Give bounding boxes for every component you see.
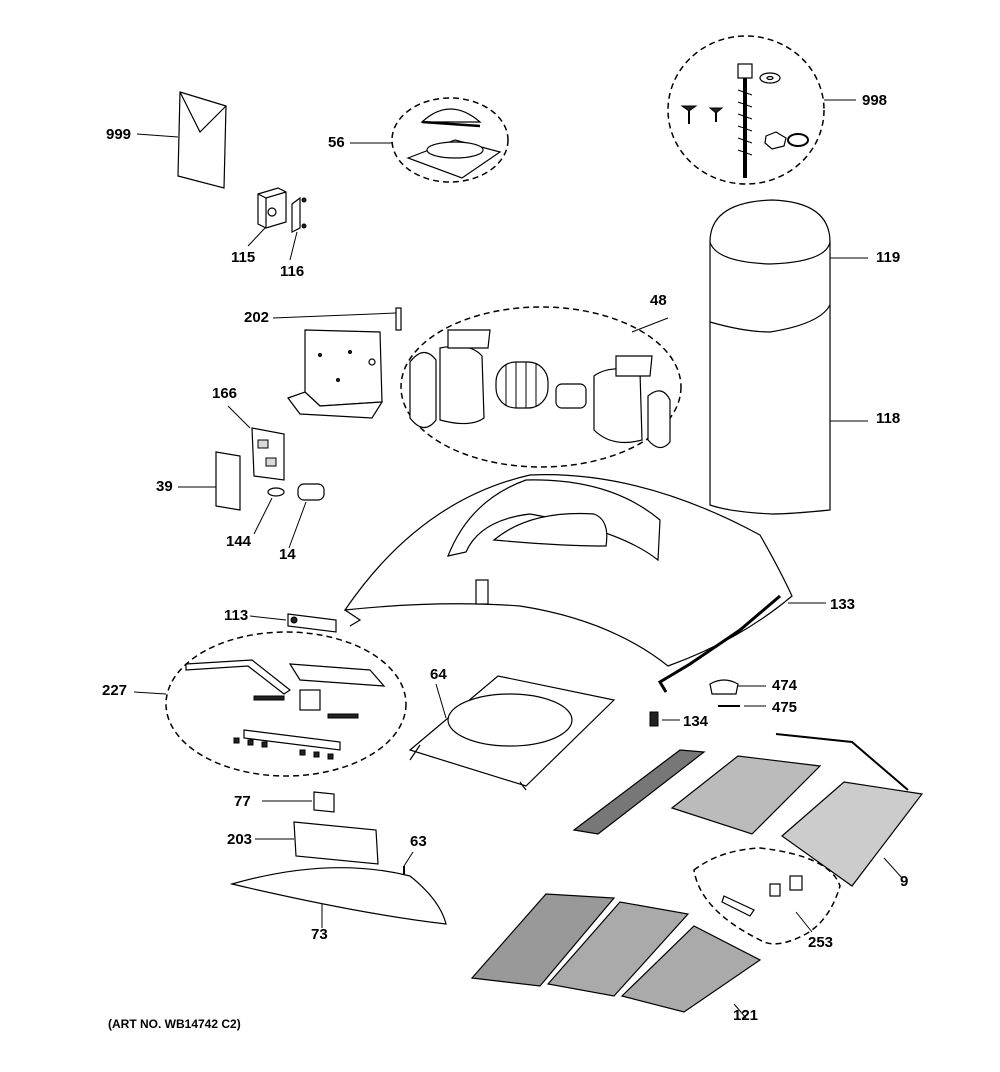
label-121: 121 — [733, 1007, 759, 1024]
label-253: 253 — [808, 934, 834, 951]
label-202: 202 — [244, 309, 270, 326]
label-64: 64 — [430, 666, 447, 683]
label-166: 166 — [212, 385, 238, 402]
part-202-mounting-plate — [272, 307, 402, 419]
part-56-damper — [350, 97, 509, 183]
label-77: 77 — [234, 793, 251, 810]
label-9: 9 — [900, 873, 909, 890]
part-118-119-chimney — [709, 199, 868, 515]
label-999: 999 — [106, 126, 132, 143]
label-48: 48 — [650, 292, 667, 309]
part-48-blower-assembly — [400, 306, 682, 468]
part-39-cover — [178, 451, 241, 511]
part-227-lighting-kit — [133, 631, 407, 777]
part-121-charcoal-filters — [470, 893, 762, 1019]
label-115: 115 — [231, 249, 256, 266]
label-39: 39 — [156, 478, 173, 495]
label-14: 14 — [279, 546, 296, 563]
part-144-14-components — [253, 483, 325, 549]
label-475: 475 — [772, 699, 798, 716]
part-116-bracket — [289, 196, 307, 261]
label-119: 119 — [876, 249, 901, 266]
label-998: 998 — [862, 92, 888, 109]
part-113-logo — [249, 613, 337, 633]
label-134: 134 — [683, 713, 709, 730]
hood-canopy — [343, 474, 793, 667]
part-998-hardware — [667, 35, 856, 185]
label-144: 144 — [226, 533, 252, 550]
label-56: 56 — [328, 134, 345, 151]
label-474: 474 — [772, 677, 798, 694]
part-115-junction-box — [247, 187, 287, 247]
label-73: 73 — [311, 926, 328, 943]
part-73-glass-panel — [229, 867, 447, 928]
part-474-475-134-small — [649, 679, 766, 727]
label-116: 116 — [280, 263, 305, 280]
label-133: 133 — [830, 596, 856, 613]
label-118: 118 — [876, 410, 901, 427]
part-9-filters — [572, 733, 924, 887]
label-203: 203 — [227, 831, 253, 848]
part-253-hardware — [693, 847, 841, 945]
art-number: (ART NO. WB14742 C2) — [108, 1017, 241, 1031]
part-166-control-board — [227, 405, 285, 481]
part-77-switch-plate — [262, 791, 335, 813]
part-133-rail — [657, 594, 826, 693]
label-227: 227 — [102, 682, 128, 699]
part-64-filter-frame — [408, 675, 616, 791]
label-113: 113 — [224, 607, 249, 624]
part-203-panel — [255, 821, 379, 865]
part-999-envelope — [136, 91, 227, 189]
label-63: 63 — [410, 833, 427, 850]
